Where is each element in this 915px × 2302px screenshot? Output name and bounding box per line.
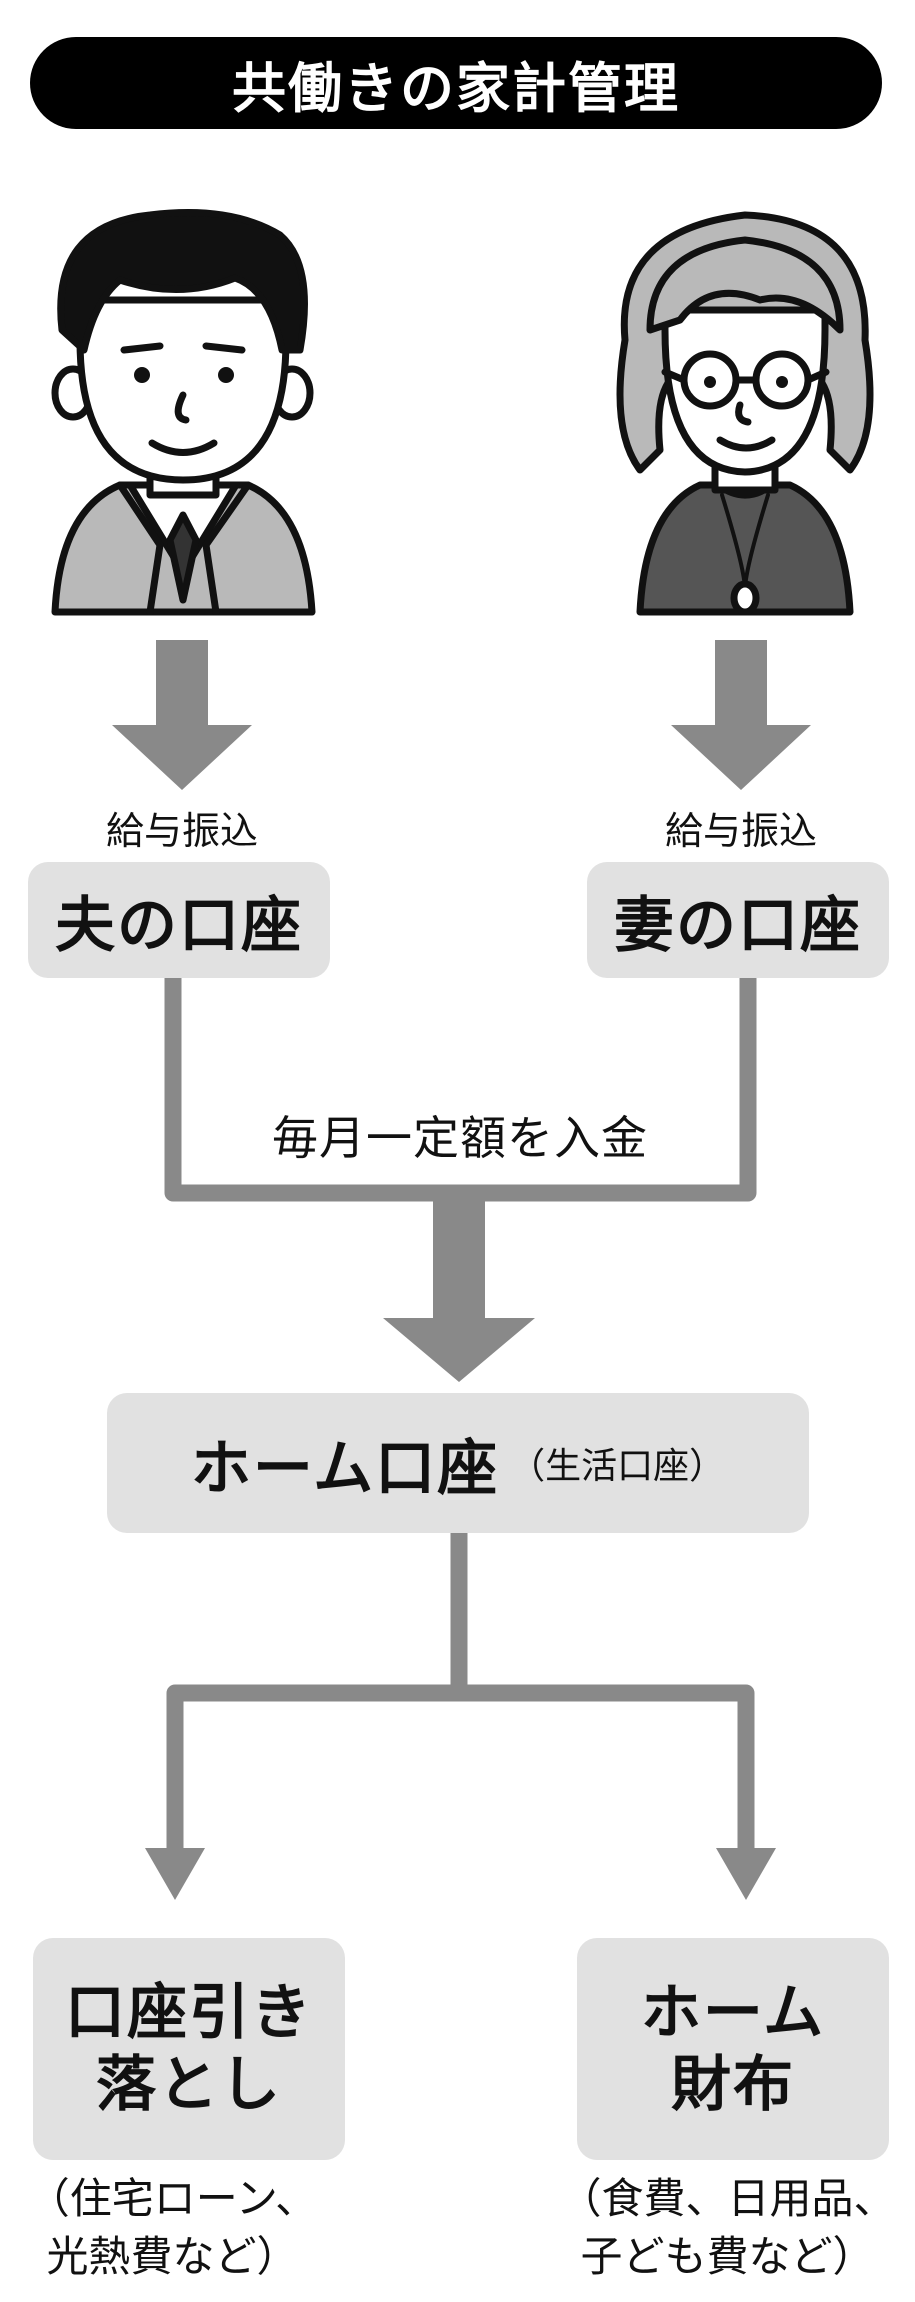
- wife-account-label: 妻の口座: [614, 890, 862, 961]
- wife-salary-label: 給与振込: [664, 809, 817, 853]
- debit-note: （住宅ローン、 光熱費など）: [0, 2170, 345, 2286]
- wife-account-box: 妻の口座: [587, 862, 889, 978]
- title-bar: 共働きの家計管理: [30, 37, 882, 129]
- wife-down-arrow: [671, 640, 811, 790]
- husband-salary-label: 給与振込: [105, 809, 258, 853]
- husband-illustration: [51, 209, 316, 616]
- transfer-label: 毎月一定額を入金: [272, 1111, 648, 1165]
- husband-account-box: 夫の口座: [28, 862, 330, 978]
- wallet-note-line1: （食費、日用品、: [559, 2174, 896, 2223]
- husband-account-label: 夫の口座: [55, 890, 303, 961]
- debit-note-line2: 光熱費など）: [46, 2232, 299, 2281]
- split-connector: [166, 1530, 755, 1852]
- debit-note-line1: （住宅ローン、: [27, 2174, 318, 2223]
- home-account-title: ホーム口座: [190, 1433, 500, 1504]
- debit-label-line2: 落とし: [96, 2050, 282, 2120]
- merge-connector: [164, 975, 757, 1202]
- wallet-box: ホーム 財布: [577, 1938, 889, 2160]
- debit-box: 口座引き 落とし: [33, 1938, 345, 2160]
- wallet-label-line2: 財布: [671, 2050, 795, 2120]
- wife-illustration: [616, 211, 874, 616]
- debit-label-line1: 口座引き: [65, 1978, 313, 2048]
- wallet-arrow-head: [716, 1848, 776, 1900]
- home-account-subtitle: （生活口座）: [509, 1446, 726, 1487]
- home-account-box: ホーム口座 （生活口座）: [107, 1393, 809, 1533]
- husband-down-arrow: [112, 640, 252, 790]
- page-title: 共働きの家計管理: [232, 56, 680, 120]
- wallet-note-line2: 子ども費など）: [580, 2232, 875, 2281]
- wallet-note: （食費、日用品、 子ども費など）: [540, 2170, 915, 2286]
- home-down-arrow: [383, 1190, 535, 1382]
- wallet-label-line1: ホーム: [640, 1978, 826, 2048]
- debit-arrow-head: [145, 1848, 205, 1900]
